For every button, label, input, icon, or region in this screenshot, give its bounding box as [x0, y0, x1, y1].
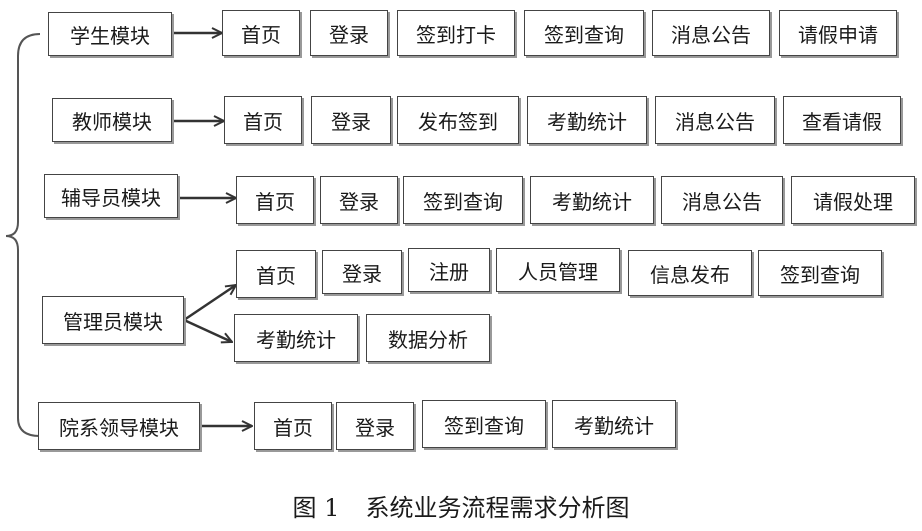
student-item-checkin: 签到打卡 [397, 10, 515, 56]
teacher-item-view-leave: 查看请假 [783, 96, 901, 144]
admin-item-checkin-query: 签到查询 [758, 250, 882, 296]
figure-number: 图 1 [292, 494, 340, 522]
teacher-item-notice: 消息公告 [655, 96, 775, 144]
teacher-item-attendance-stats: 考勤统计 [527, 96, 647, 144]
student-item-notice: 消息公告 [652, 10, 770, 56]
leader-item-attendance-stats: 考勤统计 [552, 400, 676, 448]
arrow-admin-down [183, 318, 232, 342]
counselor-item-attendance-stats: 考勤统计 [530, 176, 654, 224]
counselor-item-login: 登录 [320, 176, 398, 224]
counselor-item-notice: 消息公告 [661, 176, 783, 224]
student-item-login: 登录 [310, 10, 388, 56]
counselor-item-home: 首页 [236, 176, 314, 224]
admin-item-data-analysis: 数据分析 [366, 314, 490, 362]
figure-caption: 图 1 系统业务流程需求分析图 [0, 488, 922, 523]
counselor-item-checkin-query: 签到查询 [403, 176, 523, 224]
leader-item-checkin-query: 签到查询 [422, 400, 546, 448]
module-teacher: 教师模块 [52, 98, 172, 142]
module-student: 学生模块 [48, 12, 172, 56]
teacher-item-home: 首页 [224, 96, 302, 144]
admin-item-register: 注册 [408, 248, 490, 292]
admin-item-publish-info: 信息发布 [628, 250, 752, 296]
leader-item-home: 首页 [254, 402, 332, 450]
counselor-item-leave-handling: 请假处理 [791, 176, 915, 224]
module-admin: 管理员模块 [42, 296, 184, 344]
module-leader: 院系领导模块 [38, 402, 200, 450]
figure-title: 系统业务流程需求分析图 [365, 494, 630, 522]
arrow-admin-up [183, 285, 236, 322]
flow-diagram [5, 0, 922, 437]
admin-item-attendance-stats: 考勤统计 [234, 314, 358, 362]
admin-item-user-management: 人员管理 [496, 248, 620, 292]
teacher-item-login: 登录 [311, 96, 391, 144]
student-item-checkin-query: 签到查询 [524, 10, 644, 56]
admin-item-home: 首页 [236, 250, 316, 298]
left-brace [5, 33, 41, 437]
teacher-item-publish-checkin: 发布签到 [397, 96, 519, 144]
leader-item-login: 登录 [336, 402, 414, 450]
module-counselor: 辅导员模块 [44, 174, 178, 218]
admin-item-login: 登录 [322, 250, 402, 294]
student-item-leave-request: 请假申请 [779, 10, 897, 56]
student-item-home: 首页 [222, 10, 300, 56]
